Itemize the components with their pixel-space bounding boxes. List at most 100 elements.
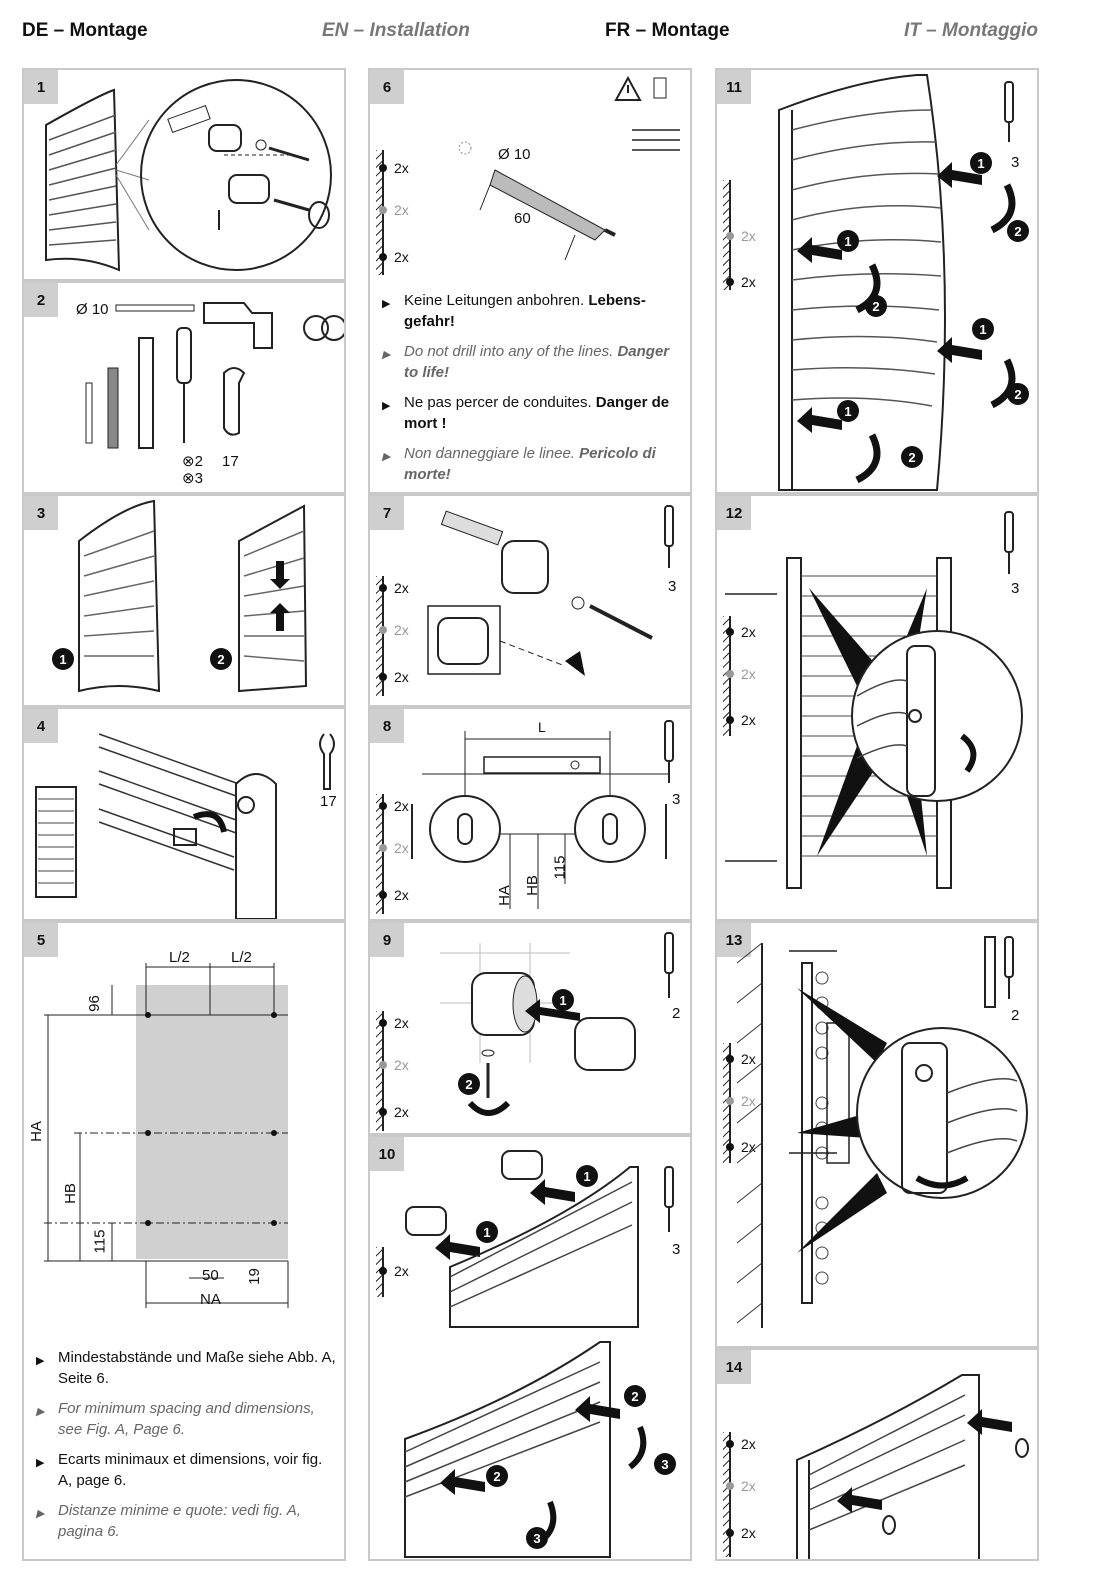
radiator-bracket-exploded-illustration	[45, 79, 332, 272]
step-3-panel: 3 1 2	[22, 494, 346, 707]
wrench-size-label: 17	[320, 793, 337, 810]
step-number: 5	[24, 923, 58, 957]
note-fr: ▶Ecarts minimaux et dimensions, voir fig…	[36, 1451, 323, 1489]
note-it: ▶Distanze minime e quote: vedi fig. A, p…	[36, 1502, 301, 1540]
step-number: 14	[717, 1350, 751, 1384]
radiator-fixing-illustration	[778, 74, 1016, 491]
note-de: ▶Mindestabstände und Maße siehe Abb. A, …	[36, 1349, 336, 1387]
step-marker-2b: 2	[865, 295, 887, 317]
wall-marker: 2x 2x 2x	[376, 576, 416, 696]
step-marker-1a: 1	[576, 1165, 598, 1187]
step-9-panel: 9 2x 2x 2x 1 2 2	[368, 921, 692, 1135]
valve-plug-illustration	[35, 733, 335, 919]
step-6-panel: 6 2x 2x 2x Ø 10 60 ▶Keine Leitungen anbo…	[368, 68, 692, 494]
wall-marker: 2x 2x 2x	[723, 616, 763, 736]
wrench-size-label: 17	[222, 453, 239, 470]
drill-depth-label: 60	[514, 210, 531, 227]
screwdriver-size: 2	[672, 1005, 681, 1022]
dim-bottom: 115	[91, 1229, 109, 1254]
step-marker-2: 2	[458, 1073, 480, 1095]
step-marker-3a: 3	[654, 1453, 676, 1475]
step-6-notes: ▶Keine Leitungen anbohren. Lebens-gefahr…	[382, 290, 682, 492]
step-number: 9	[370, 923, 404, 957]
header-de: DE – Montage	[22, 20, 148, 41]
step-marker-3b: 3	[526, 1527, 548, 1549]
wall-marker: 2x	[376, 1247, 416, 1297]
screwdriver-size: 3	[672, 1241, 681, 1258]
dim-ha: HA	[495, 885, 513, 906]
step-number: 6	[370, 70, 404, 104]
dim-hb: HB	[61, 1183, 79, 1204]
wall-marker: 2x 2x	[723, 180, 763, 290]
step-13-panel: 13 2x 2x 2x 2	[715, 921, 1039, 1348]
step-10-panel: 10 2x 1 1 2 2 3 3 3	[368, 1135, 692, 1561]
screwdriver-size: 3	[1011, 154, 1020, 171]
header-fr: FR – Montage	[605, 20, 730, 41]
step-marker-1d: 1	[837, 400, 859, 422]
header-it: IT – Montaggio	[904, 20, 1039, 41]
dim-half-left: L/2	[169, 949, 190, 966]
step-marker-1b: 1	[476, 1221, 498, 1243]
note-it: ▶Non danneggiare le linee. Pericolo di m…	[382, 445, 656, 483]
drill-depth-illustration	[458, 75, 680, 261]
radiator-hanging-illustration	[404, 1150, 674, 1558]
screwdriver-size: 3	[668, 578, 677, 595]
dim-gap: 50	[202, 1267, 219, 1284]
screwdriver-size-2: ⊗2	[182, 453, 203, 470]
tools-illustration	[85, 302, 344, 449]
screwdriver-size: 2	[1011, 1007, 1020, 1024]
step-7-panel: 7 2x 2x 2x 3	[368, 494, 692, 707]
step-11-panel: 11 2x 2x 1 2 1 2 1 2 1 2 3	[715, 68, 1039, 494]
drill-size-label: Ø 10	[498, 146, 531, 163]
step-number: 2	[24, 283, 58, 317]
step-number: 13	[717, 923, 751, 957]
step-2-panel: 2 Ø 10 ⊗2 ⊗3 17	[22, 281, 346, 494]
step-number: 1	[24, 70, 58, 104]
step-number: 11	[717, 70, 751, 104]
step-1-panel: 1	[22, 68, 346, 281]
step-number: 10	[370, 1137, 404, 1171]
step-number: 7	[370, 496, 404, 530]
wall-marker: 2x 2x 2x	[376, 1011, 416, 1131]
step-8-panel: 8 2x 2x 2x L HA HB 115 3	[368, 707, 692, 921]
note-en: ▶Do not drill into any of the lines. Dan…	[382, 343, 670, 381]
dim-na: NA	[200, 1291, 221, 1308]
dim-115: 115	[551, 855, 569, 880]
step-marker-2d: 2	[901, 446, 923, 468]
screwdriver-size: 3	[672, 791, 681, 808]
step-marker-1c: 1	[972, 318, 994, 340]
step-5-notes: ▶Mindestabstände und Maße siehe Abb. A, …	[36, 1347, 336, 1551]
step-marker-2: 2	[210, 648, 232, 670]
step-marker-1: 1	[52, 648, 74, 670]
wall-marker: 2x 2x 2x	[376, 150, 416, 275]
step-marker-1b: 1	[837, 230, 859, 252]
wall-marker: 2x 2x 2x	[723, 1043, 763, 1163]
step-4-panel: 4 17	[22, 707, 346, 921]
radiator-alignment-illustration	[725, 511, 1023, 889]
step-number: 4	[24, 709, 58, 743]
header-en: EN – Installation	[322, 20, 470, 41]
radiator-side-adjustment-illustration	[736, 936, 1028, 1328]
wall-marker: 2x 2x 2x	[376, 794, 416, 914]
screwdriver-size-3: ⊗3	[182, 470, 203, 487]
note-fr: ▶Ne pas percer de conduites. Danger de m…	[382, 394, 670, 432]
dim-top: 96	[85, 995, 103, 1012]
dim-ha: HA	[27, 1121, 45, 1142]
wall-marker: 2x 2x 2x	[723, 1432, 763, 1557]
dim-side: 19	[245, 1268, 263, 1285]
drill-size-label: Ø 10	[76, 301, 109, 318]
wall-plug-bracket-illustration	[427, 505, 674, 676]
step-marker-2b: 2	[486, 1465, 508, 1487]
cover-caps-illustration	[796, 1374, 1029, 1559]
step-number: 12	[717, 496, 751, 530]
bracket-insertion-illustration	[440, 932, 674, 1116]
step-marker-2c: 2	[1007, 383, 1029, 405]
level-alignment-illustration	[411, 720, 674, 909]
step-14-panel: 14 2x 2x 2x	[715, 1348, 1039, 1561]
step-5-panel: 5 L/2 L/2 96 HA HB 115 50 19 NA	[22, 921, 346, 1561]
note-de: ▶Keine Leitungen anbohren. Lebens-gefahr…	[382, 292, 646, 330]
step-12-panel: 12 2x 2x 2x 3	[715, 494, 1039, 921]
step-number: 8	[370, 709, 404, 743]
step-number: 3	[24, 496, 58, 530]
step-marker-1: 1	[552, 989, 574, 1011]
